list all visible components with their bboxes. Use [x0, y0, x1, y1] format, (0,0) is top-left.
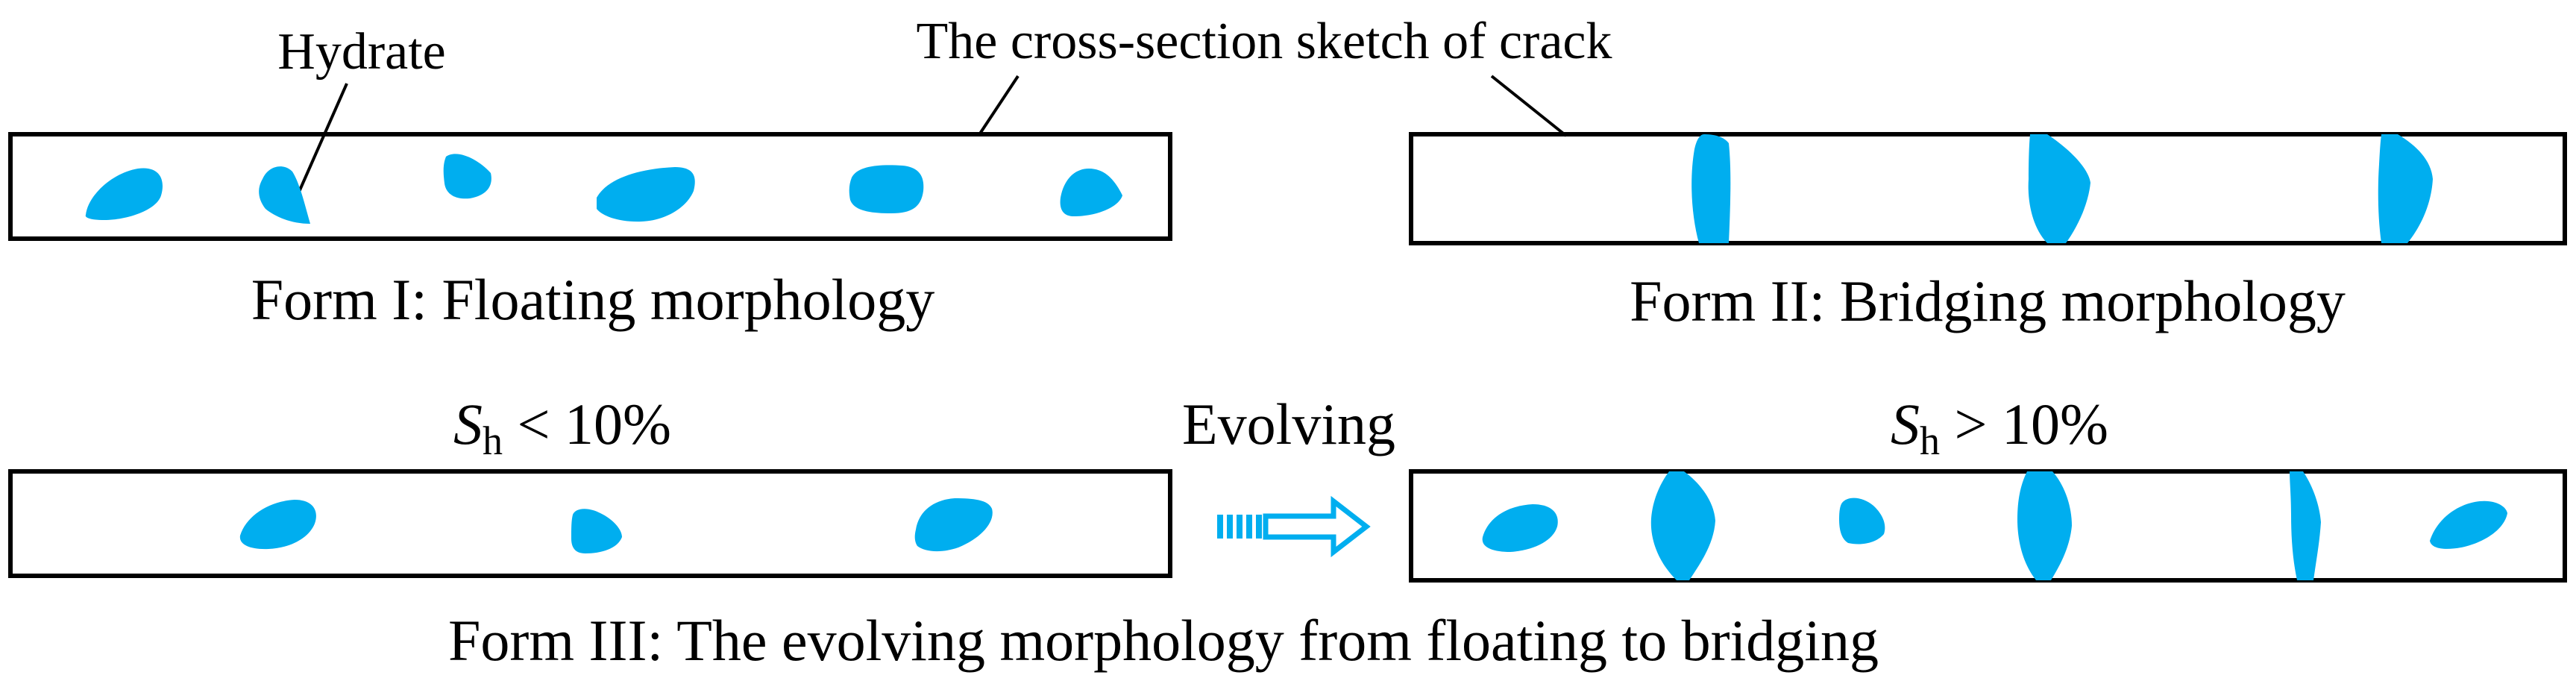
hydrate-particle — [259, 166, 310, 224]
arrow-dash — [1246, 515, 1252, 539]
hydrate-particle — [914, 498, 993, 552]
form2-caption: Form II: Bridging morphology — [1630, 269, 2346, 333]
hydrate-particles-form1 — [85, 154, 1122, 224]
crack-section-form3-left — [8, 469, 1172, 578]
hydrate-particle — [1482, 504, 1558, 552]
form1-caption: Form I: Floating morphology — [251, 267, 935, 332]
hydrate-label: Hydrate — [277, 23, 445, 81]
crack-section-form1 — [8, 132, 1172, 241]
sh-subscript: h — [1920, 418, 1940, 463]
hydrate-bridge — [2017, 471, 2072, 580]
hydrate-particle — [443, 154, 491, 199]
evolving-label: Evolving — [1182, 392, 1395, 456]
hydrate-bridge — [2028, 134, 2090, 243]
hydrate-bridge — [2378, 134, 2433, 243]
dashed-hollow-right-arrow-icon — [1217, 495, 1371, 558]
arrow-dash — [1256, 515, 1262, 539]
sh-symbol: S — [1891, 392, 1920, 456]
sh-low-label: Sh < 10% — [453, 392, 671, 463]
crack-section-form2 — [1409, 132, 2567, 245]
cross-section-callout-line-left — [977, 75, 1020, 137]
hydrate-particle — [597, 167, 695, 222]
hydrate-particle — [239, 500, 316, 550]
hydrate-particle — [2430, 500, 2507, 549]
sh-subscript: h — [483, 418, 503, 463]
hydrate-particles-form2 — [1691, 134, 2433, 243]
hydrate-particle — [85, 168, 163, 220]
hydrate-particle — [1060, 169, 1122, 216]
form3-caption: Form III: The evolving morphology from f… — [448, 608, 1879, 673]
arrow-dash — [1237, 515, 1243, 539]
hydrate-particle — [571, 509, 622, 553]
hydrate-particle — [849, 165, 924, 213]
cross-section-callout-line-right — [1490, 75, 1568, 137]
cross-section-label: The cross-section sketch of crack — [917, 13, 1612, 70]
arrow-dash — [1217, 515, 1223, 539]
hydrate-bridge — [1691, 134, 1731, 243]
hydrate-particle — [1839, 497, 1885, 544]
sh-symbol: S — [453, 392, 483, 456]
hydrate-particles-form3-right — [1482, 471, 2507, 580]
arrow-head — [1263, 495, 1371, 558]
crack-section-form3-right — [1409, 469, 2567, 583]
arrow-dash — [1227, 515, 1233, 539]
sh-high-value: > 10% — [1940, 392, 2108, 456]
sh-high-label: Sh > 10% — [1891, 392, 2108, 463]
hydrate-bridge — [1650, 471, 1715, 580]
sh-low-value: < 10% — [503, 392, 671, 456]
hydrate-particles-form3-left — [239, 498, 993, 553]
hydrate-bridge — [2290, 471, 2321, 580]
